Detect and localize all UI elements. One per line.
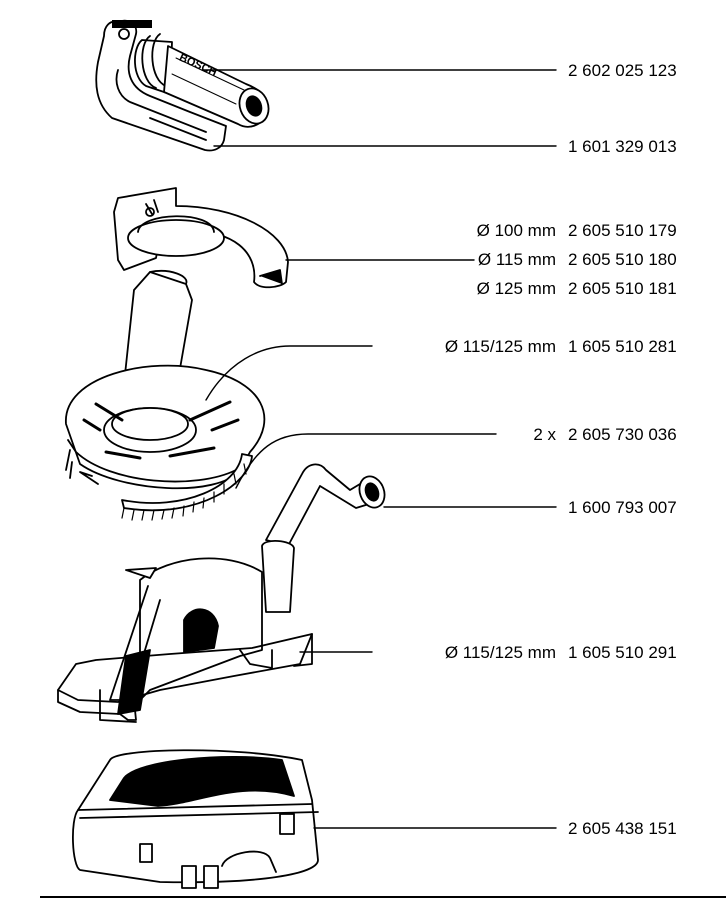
quantity-brush-ring: 2 x: [533, 425, 556, 444]
size-guard-125: Ø 125 mm: [476, 279, 556, 298]
part-number-cutting-guide: 1 605 510 291: [568, 643, 677, 662]
clamp-plate-illustration: [95, 19, 227, 152]
spindle-wrench-illustration: [265, 463, 386, 547]
size-suction-hood: Ø 115/125 mm: [444, 337, 556, 356]
suction-hood-illustration: [65, 270, 266, 490]
brush-ring-illustration: [121, 453, 253, 521]
side-handle-illustration: BOSCH: [112, 20, 270, 128]
size-guard-115: Ø 115 mm: [477, 250, 556, 269]
leader-lines: [201, 69, 557, 829]
leader-brush-ring: [235, 433, 497, 489]
part-number-spindle-wrench: 1 600 793 007: [568, 498, 677, 517]
part-number-guard-115: 2 605 510 180: [568, 250, 677, 269]
cutting-guide-illustration: [57, 540, 313, 723]
size-cutting-guide: Ø 115/125 mm: [444, 643, 556, 662]
part-number-handle: 2 602 025 123: [568, 61, 677, 80]
carrying-case-illustration: [72, 749, 319, 889]
bottom-rule: [40, 896, 726, 898]
protective-guard-illustration: [113, 187, 289, 289]
part-number-brush-ring: 2 605 730 036: [568, 425, 677, 444]
part-number-suction-hood: 1 605 510 281: [568, 337, 677, 356]
part-number-guard-100: 2 605 510 179: [568, 221, 677, 240]
part-number-carrying-case: 2 605 438 151: [568, 819, 677, 838]
part-number-guard-125: 2 605 510 181: [568, 279, 677, 298]
size-guard-100: Ø 100 mm: [476, 221, 556, 240]
leader-suction-hood: [205, 345, 373, 401]
part-number-clamp-plate: 1 601 329 013: [568, 137, 677, 156]
